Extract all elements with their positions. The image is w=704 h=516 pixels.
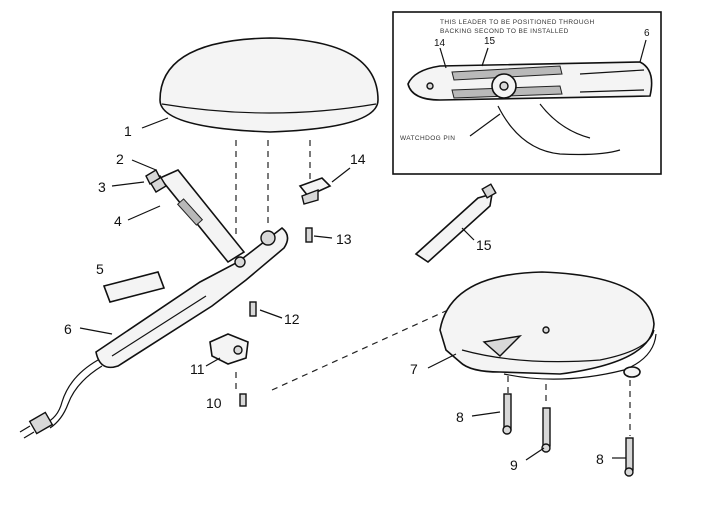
callout-1: 1 — [124, 123, 132, 139]
callout-7: 7 — [410, 361, 418, 377]
callout-4: 4 — [114, 213, 122, 229]
screw-12 — [249, 301, 257, 317]
inset-label-15: 15 — [484, 36, 496, 47]
screw-8-left — [502, 393, 512, 435]
callout-6: 6 — [64, 321, 72, 337]
leader-15 — [461, 227, 475, 241]
callout-10: 10 — [206, 395, 222, 411]
inset-detail: THIS LEADER TO BE POSITIONED THROUGH BAC… — [392, 11, 662, 175]
power-cord — [19, 359, 103, 439]
inset-label-14: 14 — [434, 38, 446, 49]
callout-13: 13 — [336, 231, 352, 247]
leader-9 — [525, 447, 545, 461]
callout-5: 5 — [96, 261, 104, 277]
inset-bottom-note: WATCHDOG PIN — [400, 135, 455, 142]
leader-3 — [111, 181, 145, 187]
callout-8-right: 8 — [596, 451, 604, 467]
leader-8a — [471, 411, 501, 417]
callout-12: 12 — [284, 311, 300, 327]
inset-note-line2: BACKING SECOND TO BE INSTALLED — [440, 28, 569, 35]
leader-14 — [331, 167, 351, 183]
spring-arm — [145, 169, 246, 264]
leader-11 — [205, 357, 221, 367]
assembly-line — [271, 299, 471, 391]
inset-label-6: 6 — [644, 28, 650, 39]
blade — [414, 183, 497, 264]
handle — [95, 226, 289, 369]
leader-12 — [259, 309, 283, 319]
leader-2 — [131, 159, 157, 171]
screw-10 — [239, 393, 247, 407]
callout-8-left: 8 — [456, 409, 464, 425]
callout-11: 11 — [190, 361, 205, 377]
callout-9: 9 — [510, 457, 518, 473]
callout-3: 3 — [98, 179, 106, 195]
callout-15: 15 — [476, 237, 492, 253]
inset-note-line1: THIS LEADER TO BE POSITIONED THROUGH — [440, 19, 595, 26]
leader-1 — [141, 117, 169, 129]
leader-4 — [127, 205, 161, 221]
clip — [298, 177, 332, 205]
leader-13 — [313, 235, 333, 239]
dome-cover — [159, 37, 379, 133]
leader-7 — [427, 353, 457, 369]
callout-14: 14 — [350, 151, 366, 167]
callout-2: 2 — [116, 151, 124, 167]
screw-9 — [541, 407, 551, 453]
label-strip — [102, 271, 166, 303]
leader-6 — [79, 327, 113, 335]
bracket — [209, 333, 249, 365]
screw-13 — [305, 227, 313, 243]
screw-8-right — [624, 437, 634, 477]
tray — [439, 271, 657, 380]
